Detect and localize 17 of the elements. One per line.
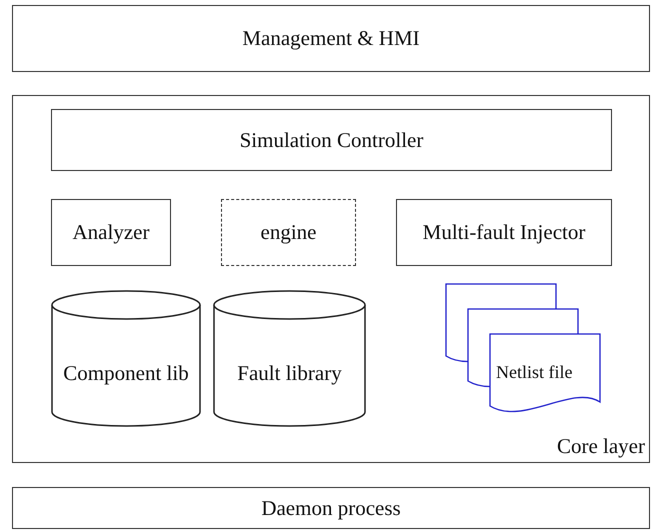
process-box bbox=[51, 109, 612, 171]
node-label: Analyzer bbox=[72, 219, 150, 246]
node-label: Management & HMI bbox=[242, 25, 420, 52]
node-label: Simulation Controller bbox=[240, 126, 424, 154]
process-box bbox=[396, 199, 612, 266]
node-label: Multi-fault Injector bbox=[422, 219, 586, 246]
node-label: Fault library bbox=[237, 361, 342, 386]
node-label: Daemon process bbox=[261, 494, 401, 522]
layer-frame bbox=[12, 95, 650, 463]
process-box bbox=[221, 199, 356, 266]
node-label: Component lib bbox=[63, 361, 189, 386]
process-box bbox=[51, 199, 171, 266]
layer-box bbox=[12, 5, 650, 72]
node-label: engine bbox=[260, 219, 316, 246]
node-label: Netlist file bbox=[496, 362, 572, 383]
layer-box bbox=[12, 487, 650, 529]
node-label: Core layer bbox=[556, 434, 645, 459]
